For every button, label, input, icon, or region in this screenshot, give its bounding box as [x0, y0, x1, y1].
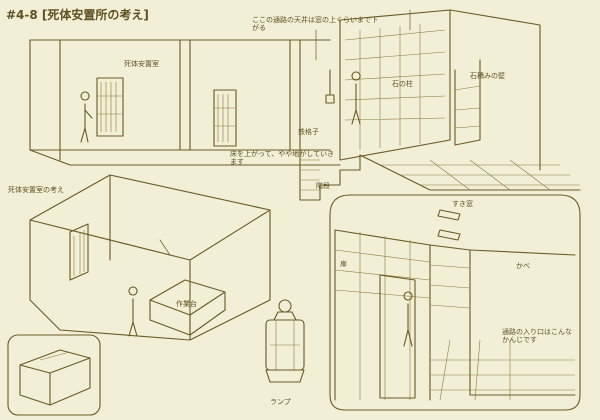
- note-corridor: 通路の入り口はこんなかんじです: [502, 328, 572, 344]
- thumbnail-sketch-drawing: [7, 334, 101, 416]
- label-tekko: 鉄格子: [298, 128, 319, 136]
- label-desk: 作業台: [176, 300, 197, 308]
- label-kabe: かべ: [516, 262, 530, 270]
- label-sukimado: すき窓: [452, 200, 473, 208]
- note-room-top: 死体安置室: [124, 60, 159, 68]
- corridor-panel-drawing: [329, 194, 581, 411]
- label-wall-right: 石積みの壁: [470, 72, 505, 80]
- sheet-title: #4-8 [死体安置所の考え]: [6, 8, 149, 22]
- label-door-left: 扉: [340, 260, 347, 268]
- note-room-left: 死体安置室の考え: [8, 186, 64, 194]
- top-perspective-drawing: [29, 9, 581, 201]
- label-lamp: ランプ: [270, 398, 291, 406]
- label-kaidan: 階段: [316, 182, 330, 190]
- label-pillar: 石の柱: [392, 80, 413, 88]
- note-ceiling: ここの通路の天井は窓の上くらいまで下がる: [252, 16, 378, 32]
- lamp-detail-drawing: [265, 299, 305, 383]
- note-floor: 床を上がって、やや地がしていきます: [230, 150, 335, 166]
- room-isometric-drawing: [29, 174, 271, 341]
